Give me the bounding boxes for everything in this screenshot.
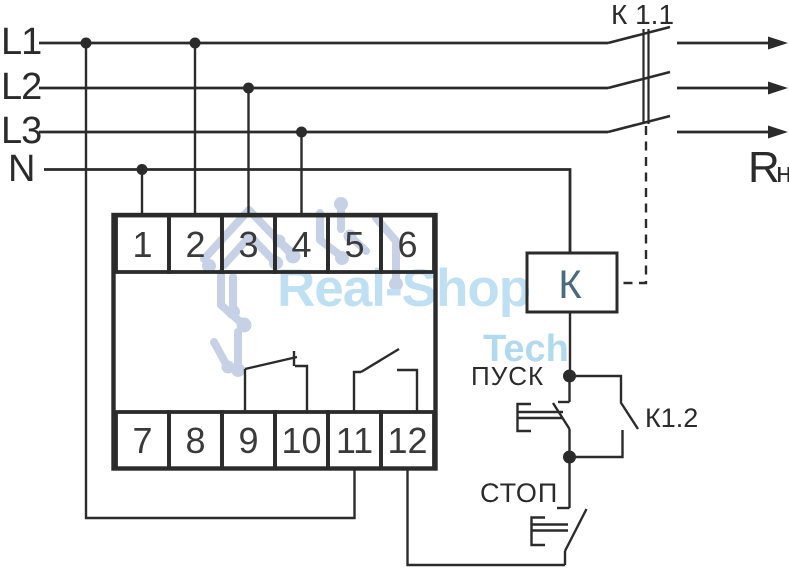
terminal-label-10: 10 xyxy=(281,420,321,461)
stop-button-label: СТОП xyxy=(480,478,558,508)
terminal-label-5: 5 xyxy=(344,224,364,265)
arrow-head xyxy=(768,125,788,139)
terminal-label-3: 3 xyxy=(238,224,258,265)
text-labels: L1 L2 L3 N К 1.1 R н ПУСК К1.2 СТОП xyxy=(1,0,789,508)
phase-label-l3: L3 xyxy=(1,110,41,152)
logo-trace-3 xyxy=(316,209,345,260)
latch-top-lead xyxy=(569,374,623,402)
junction-dot xyxy=(189,37,201,49)
junction-dot xyxy=(80,37,92,49)
contact-blade xyxy=(360,347,400,374)
branch-wires xyxy=(84,43,565,567)
coil-label: К xyxy=(558,263,582,307)
phase-label-l1: L1 xyxy=(1,21,41,63)
contact-fixed-lead xyxy=(295,364,309,412)
arrow-head xyxy=(768,81,788,95)
terminal-label-4: 4 xyxy=(291,224,311,265)
k11-blade-l3 xyxy=(607,114,671,134)
contact-lead xyxy=(352,370,361,412)
logo-roof-inner xyxy=(220,232,280,269)
load-label-subscript: н xyxy=(776,157,789,189)
mechanical-link-dashed xyxy=(616,126,648,285)
terminal-label-9: 9 xyxy=(238,420,258,461)
start-button-label: ПУСК xyxy=(471,361,544,391)
control-chain xyxy=(516,312,640,565)
contact-blade xyxy=(244,355,298,371)
terminal-label-6: 6 xyxy=(397,224,417,265)
arrow-heads xyxy=(768,36,788,139)
internal-contact-11-12 xyxy=(352,347,419,412)
k11-blade-l2 xyxy=(607,70,671,90)
junction-dot xyxy=(296,126,307,138)
arrow-head xyxy=(768,36,788,50)
terminal-label-11: 11 xyxy=(336,420,373,461)
neutral-label: N xyxy=(8,148,35,190)
watermark-sub-text: Tech xyxy=(483,328,569,370)
terminal-label-1: 1 xyxy=(132,224,152,265)
logo-nodes xyxy=(202,197,403,377)
wire-neutral-to-coil xyxy=(44,168,572,253)
terminal-boxes xyxy=(114,213,436,471)
terminal-label-8: 8 xyxy=(185,420,205,461)
load-arrows xyxy=(677,41,770,134)
contactor-k11 xyxy=(607,25,671,134)
junction-dot xyxy=(243,82,254,94)
terminal-box-12 xyxy=(379,410,436,471)
terminal-numbers: 1 2 3 4 5 6 7 8 9 10 11 12 xyxy=(132,224,427,461)
terminal-label-7: 7 xyxy=(132,420,152,461)
terminal-label-2: 2 xyxy=(185,224,205,265)
logo-hex-left xyxy=(217,269,248,329)
watermark-brand-text: Real-Shop xyxy=(277,259,530,318)
phase-label-l2: L2 xyxy=(1,66,41,108)
logo-trace-7 xyxy=(210,338,230,368)
terminal-label-12: 12 xyxy=(387,420,427,461)
coil-box xyxy=(525,251,619,314)
internal-contact-9-10 xyxy=(243,351,309,412)
stop-blade xyxy=(563,508,588,552)
k11-blade-l1 xyxy=(607,25,671,45)
latch-bottom-lead xyxy=(569,430,624,459)
junction-dot xyxy=(136,164,148,175)
contact-fixed-lead xyxy=(397,368,419,412)
latch-contact-label: К1.2 xyxy=(645,403,698,433)
load-label: R xyxy=(748,143,780,192)
main-contact-label: К 1.1 xyxy=(611,0,674,30)
start-blade xyxy=(551,402,571,430)
latch-blade xyxy=(619,401,640,430)
wire-l1-to-terminal-11 xyxy=(84,43,356,520)
wire-terminal-12-to-stop xyxy=(406,468,565,567)
terminal-box-6 xyxy=(379,213,436,274)
supply-bus-lines xyxy=(39,41,608,253)
